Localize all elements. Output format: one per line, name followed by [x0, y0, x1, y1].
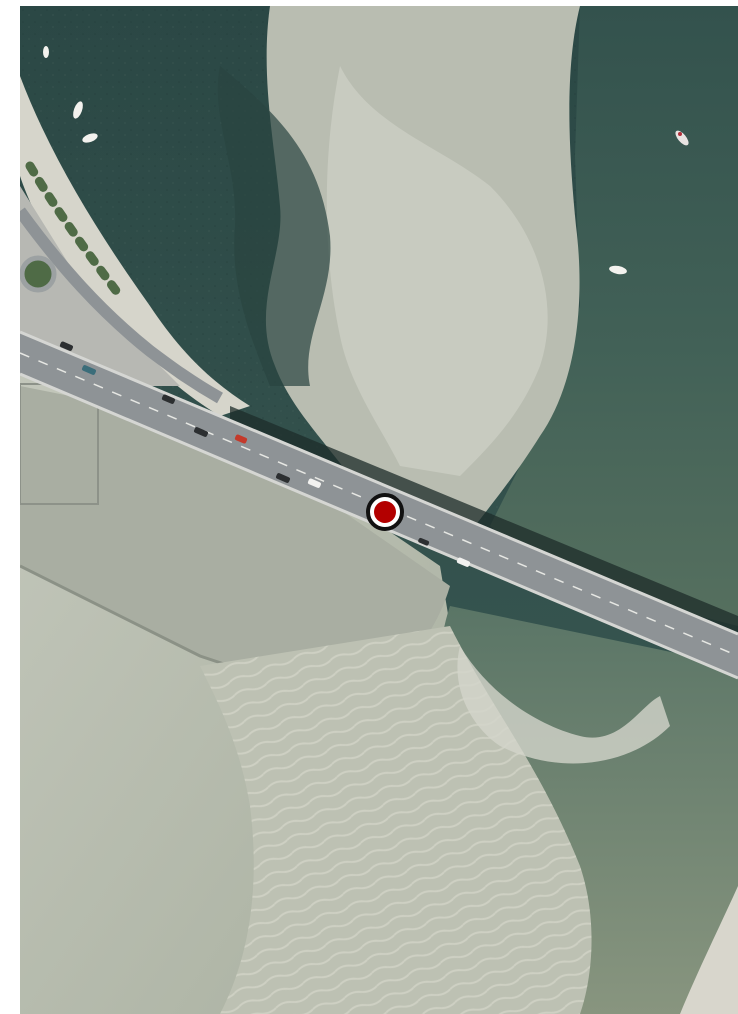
vehicle [276, 473, 290, 483]
location-pin-icon[interactable] [366, 493, 404, 531]
platform-edge [20, 564, 351, 708]
aerial-map[interactable] [20, 6, 738, 1014]
east-quay [680, 886, 738, 1014]
vehicle [418, 537, 430, 546]
coastal-land [20, 186, 180, 386]
roundabout [20, 255, 57, 293]
dark-shoal [217, 66, 331, 386]
coastal-road [20, 207, 223, 404]
east-channel [490, 6, 738, 626]
sand-tongue [457, 646, 670, 764]
vehicle [59, 341, 73, 351]
promenade-trees [25, 161, 125, 301]
west-shore [20, 76, 250, 416]
boat [82, 133, 98, 143]
bridge-edge-north [20, 330, 738, 636]
location-pin-dot [374, 501, 396, 523]
vehicle [82, 365, 96, 375]
vehicle [307, 478, 321, 488]
sandbank-inner [326, 66, 548, 476]
vehicle [194, 427, 208, 437]
map-viewport[interactable] [20, 6, 738, 1014]
boat [73, 101, 83, 119]
vehicle [234, 434, 248, 444]
boat [609, 265, 627, 275]
boat [678, 132, 682, 136]
vehicle [456, 557, 470, 567]
reclaimed-platform [20, 386, 450, 706]
boat [43, 46, 49, 58]
vehicle [161, 394, 175, 404]
